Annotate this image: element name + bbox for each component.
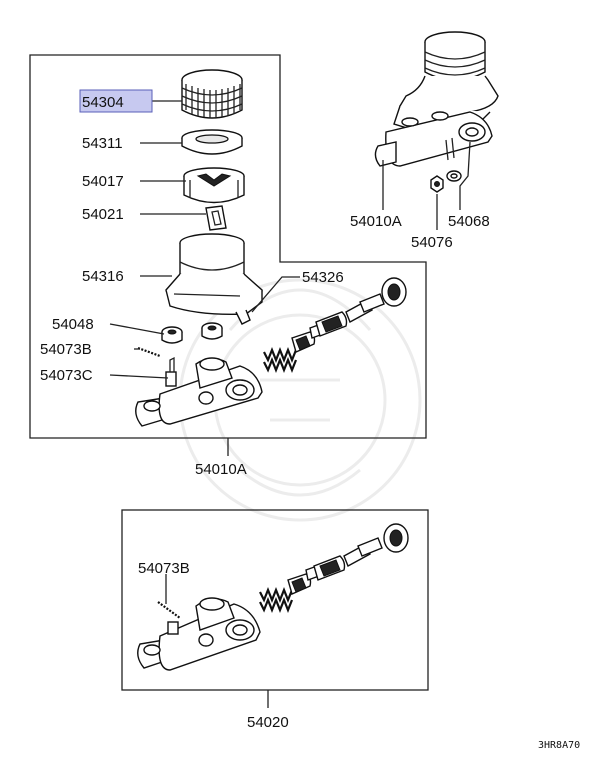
spring-pin-part-bottom[interactable] [157,601,181,619]
inset-nut-part[interactable] [430,175,444,193]
leader-lines [109,100,471,708]
label-54048[interactable]: 54048 [52,316,94,333]
master-cylinder-body-bottom[interactable] [137,597,261,671]
piston-kit-main[interactable] [263,277,407,373]
label-54311[interactable]: 54311 [82,135,123,152]
reservoir-cap-part[interactable] [181,69,243,119]
label-54326[interactable]: 54326 [302,269,344,286]
reservoir-seal-part[interactable] [181,129,243,155]
label-54073B-bottom[interactable]: 54073B [138,560,190,577]
master-cylinder-inset[interactable] [374,31,499,167]
diagram-code: 3HR8A70 [538,740,580,751]
label-54316[interactable]: 54316 [82,268,124,285]
main-assembly-frame [29,54,427,439]
label-54017[interactable]: 54017 [82,173,124,190]
bottom-assembly-frame [121,509,429,691]
spring-pin-part-top[interactable] [137,346,161,358]
strainer-part[interactable] [183,167,245,204]
clip-part[interactable] [205,205,227,231]
inset-washer-part[interactable] [446,170,462,182]
label-54073B-top[interactable]: 54073B [40,341,92,358]
label-54010A-main[interactable]: 54010A [195,461,247,478]
label-54073C[interactable]: 54073C [40,367,93,384]
reservoir-tank-part[interactable] [165,233,263,325]
label-54021[interactable]: 54021 [82,206,124,223]
label-54010A-inset[interactable]: 54010A [350,213,402,230]
piston-kit-bottom[interactable] [259,523,409,613]
highlight-box [79,89,153,113]
label-54076[interactable]: 54076 [411,234,453,251]
master-cylinder-body-main[interactable] [135,356,263,427]
label-54020[interactable]: 54020 [247,714,289,731]
grommet-part[interactable] [161,322,223,344]
label-54068[interactable]: 54068 [448,213,490,230]
label-54304[interactable]: 54304 [82,94,124,111]
